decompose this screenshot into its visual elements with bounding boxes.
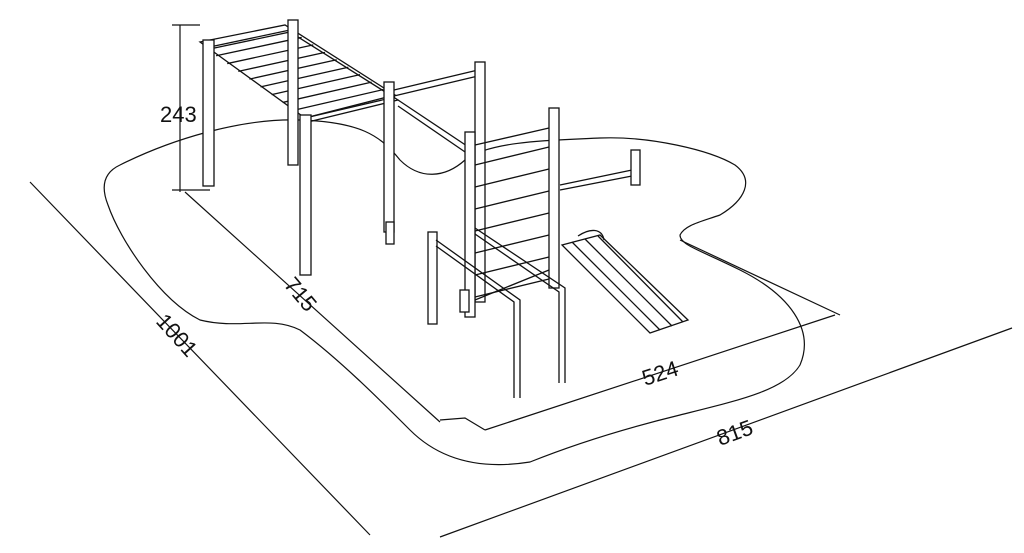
ladder-rung bbox=[474, 278, 550, 298]
dimension-815 bbox=[439, 327, 1013, 538]
label-524: 524 bbox=[639, 356, 682, 391]
monkey-bar-rung bbox=[260, 66, 349, 88]
ladder-rung bbox=[474, 212, 550, 232]
monkey-bar-rung bbox=[304, 96, 396, 119]
dimension-1001 bbox=[29, 181, 371, 536]
monkey-bar-rung bbox=[271, 74, 361, 96]
inner-boundary bbox=[439, 417, 486, 431]
dimension-243 bbox=[172, 24, 210, 192]
wall-ladder bbox=[459, 107, 560, 318]
monkey-bar-rung bbox=[293, 88, 384, 111]
ladder-rung bbox=[474, 168, 550, 188]
monkey-bar-rung bbox=[227, 44, 314, 65]
ladder-rung bbox=[474, 256, 550, 276]
ladder-rung bbox=[474, 190, 550, 210]
dimension-524 bbox=[484, 239, 841, 431]
monkey-bar-rung bbox=[204, 29, 291, 49]
safety-surface-outline bbox=[103, 119, 805, 466]
ladder-rung bbox=[474, 146, 550, 166]
label-815: 815 bbox=[713, 415, 756, 451]
sit-up-bench bbox=[560, 229, 690, 334]
low-bar bbox=[559, 149, 641, 191]
dimension-715 bbox=[184, 191, 441, 423]
monkey-bar-rung bbox=[238, 51, 326, 72]
monkey-bars bbox=[198, 19, 400, 276]
ladder-rung bbox=[474, 234, 550, 254]
parallel-bars bbox=[427, 227, 566, 398]
label-243: 243 bbox=[160, 102, 197, 127]
